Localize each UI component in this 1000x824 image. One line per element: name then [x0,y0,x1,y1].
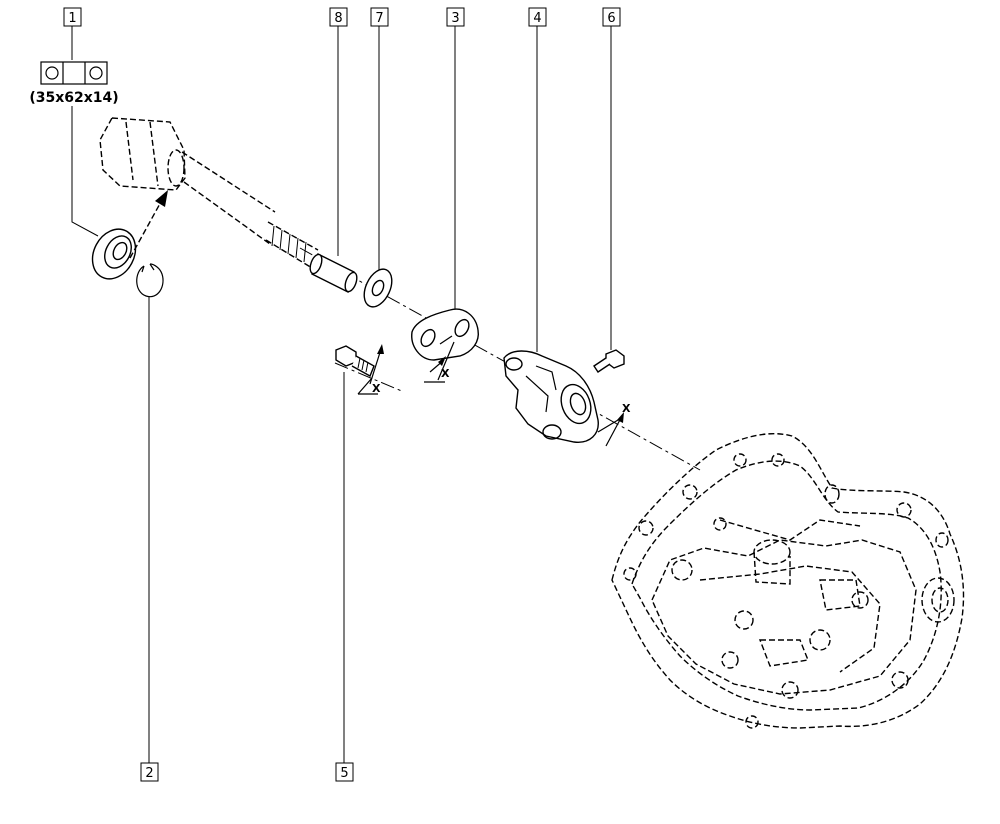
callout-2: 2 [140,762,159,782]
callout-8: 8 [329,7,348,27]
callout-1: 1 [63,7,82,27]
screw-icon [593,349,625,373]
guide-sleeve-icon [309,253,358,293]
callout-5: 5 [335,762,354,782]
circlip-icon [136,263,164,298]
driveshaft-icon [99,117,319,269]
callout-7: 7 [370,7,389,27]
bearing-dimensions: (35x62x14) [29,90,118,106]
callout-8-label: 8 [334,11,342,26]
slave-cylinder-housing-icon [503,350,599,443]
housing-x-label: X [622,402,631,415]
bolt-x-label: X [372,382,381,395]
housing-x-mark: X [597,402,631,447]
flange-x-label: X [441,367,450,380]
callout-2-label: 2 [145,766,153,781]
bearing-part-icon [91,228,137,280]
callout-6-label: 6 [607,11,615,26]
callout-5-label: 5 [340,766,348,781]
callout-4: 4 [528,7,547,27]
leader-lines [71,26,612,763]
callout-6: 6 [602,7,621,27]
gasket-flange-icon [411,308,479,361]
callout-3: 3 [446,7,465,27]
flange-x-mark: X [424,341,455,383]
bolt-icon [335,345,375,377]
bolt-x-mark: X [357,344,384,395]
callout-4-label: 4 [533,11,541,26]
gearbox-housing-icon [611,433,965,729]
fitting-arrow-icon [129,190,168,259]
callout-1-label: 1 [68,11,76,26]
bolt-axis-line [334,362,405,393]
washer-icon [363,268,393,308]
bearing-symbol-icon [40,61,108,85]
callout-7-label: 7 [375,11,383,26]
callout-3-label: 3 [451,11,459,26]
